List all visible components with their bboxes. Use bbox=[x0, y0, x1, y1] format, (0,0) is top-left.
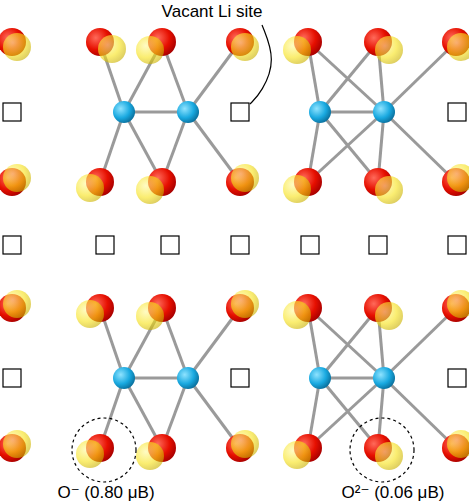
displaced-oxygen bbox=[283, 175, 311, 203]
displaced-oxygen bbox=[3, 430, 31, 458]
displaced-oxygen bbox=[3, 290, 31, 318]
displaced-oxygen bbox=[136, 442, 164, 470]
displaced-oxygen bbox=[447, 290, 469, 318]
displaced-oxygen bbox=[231, 33, 259, 61]
bond-line bbox=[384, 112, 456, 182]
displaced-oxygen bbox=[98, 35, 126, 63]
vacant-site bbox=[231, 369, 249, 387]
displaced-oxygen bbox=[136, 176, 164, 204]
displaced-oxygen bbox=[283, 36, 311, 64]
vacant-site bbox=[161, 236, 179, 254]
metal-atom bbox=[373, 101, 395, 123]
displaced-oxygen bbox=[447, 33, 469, 61]
vacant-site bbox=[3, 236, 21, 254]
vacant-site bbox=[369, 236, 387, 254]
vacant-site bbox=[96, 236, 114, 254]
displaced-oxygen bbox=[375, 302, 403, 330]
metal-atom bbox=[373, 367, 395, 389]
displaced-oxygen bbox=[231, 430, 259, 458]
metal-atom bbox=[309, 101, 331, 123]
vacant-site bbox=[301, 236, 319, 254]
displaced-oxygen bbox=[231, 290, 259, 318]
metal-atom bbox=[113, 367, 135, 389]
displaced-oxygen bbox=[76, 440, 104, 468]
displaced-oxygen bbox=[76, 300, 104, 328]
displaced-oxygen bbox=[136, 36, 164, 64]
annotation-label: Vacant Li site bbox=[162, 2, 263, 22]
vacant-site bbox=[448, 369, 466, 387]
metal-atom bbox=[177, 367, 199, 389]
annotation-label: O²⁻ (0.06 μB) bbox=[342, 483, 445, 503]
vacant-site bbox=[231, 103, 249, 121]
displaced-oxygen bbox=[375, 442, 403, 470]
displaced-oxygen bbox=[447, 430, 469, 458]
vacant-site bbox=[448, 236, 466, 254]
vacant-site bbox=[3, 369, 21, 387]
displaced-oxygen bbox=[76, 174, 104, 202]
displaced-oxygen bbox=[3, 164, 31, 192]
metal-atom bbox=[177, 101, 199, 123]
vacant-site bbox=[231, 236, 249, 254]
highlight-circle bbox=[72, 418, 136, 482]
highlight-circle bbox=[350, 418, 414, 482]
displaced-oxygen bbox=[283, 441, 311, 469]
vacant-site bbox=[3, 103, 21, 121]
metal-atom bbox=[309, 367, 331, 389]
vacant-site bbox=[448, 103, 466, 121]
displaced-oxygen bbox=[136, 302, 164, 330]
displaced-oxygen bbox=[447, 164, 469, 192]
annotation-label: O⁻ (0.80 μB) bbox=[57, 483, 154, 503]
leader-line bbox=[250, 25, 271, 104]
displaced-oxygen bbox=[375, 176, 403, 204]
metal-atom bbox=[113, 101, 135, 123]
displaced-oxygen bbox=[375, 36, 403, 64]
displaced-oxygen bbox=[231, 164, 259, 192]
displaced-oxygen bbox=[3, 33, 31, 61]
displaced-oxygen bbox=[283, 301, 311, 329]
bond-line bbox=[384, 378, 456, 448]
